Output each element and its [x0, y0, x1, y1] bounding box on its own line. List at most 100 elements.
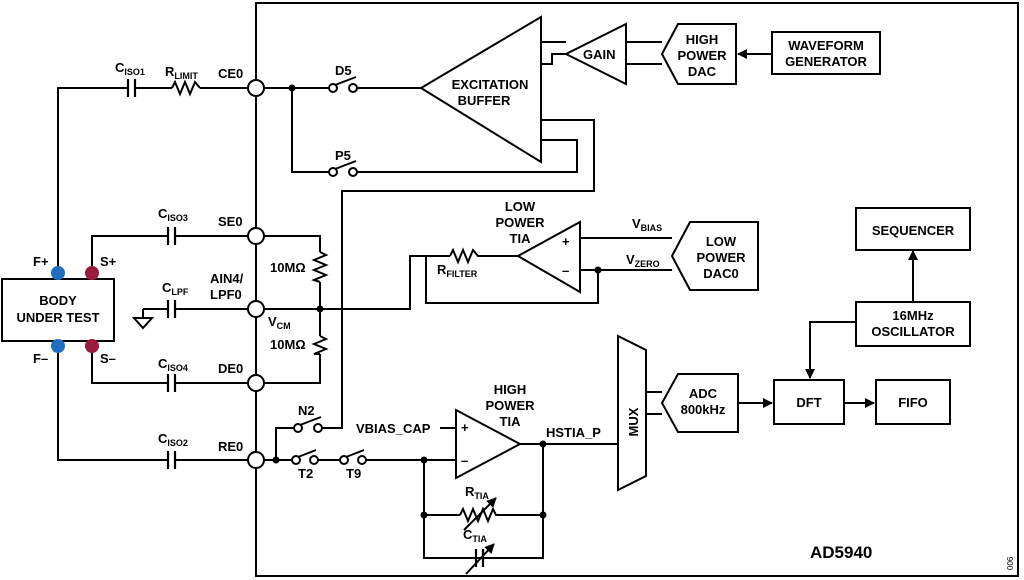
oscillator-label-1: 16MHz	[892, 308, 934, 323]
clpf-capacitor	[166, 300, 177, 318]
lp-dac-label-2: POWER	[696, 250, 746, 265]
fifo-label: FIFO	[898, 395, 928, 410]
body-under-test-label-1: BODY	[39, 293, 77, 308]
sequencer-block	[855, 207, 971, 251]
pin-se0	[247, 227, 265, 245]
hp-tia-label-2: POWER	[485, 398, 535, 413]
high-power-dac	[660, 23, 737, 85]
ciso2-capacitor	[166, 451, 177, 469]
hp-tia-plus: +	[461, 420, 469, 435]
chip-name: AD5940	[810, 543, 872, 562]
switch-d5-label: D5	[335, 63, 352, 78]
adc	[660, 373, 739, 433]
lp-tia-label-1: LOW	[505, 199, 536, 214]
lp-tia-label-3: TIA	[510, 231, 532, 246]
lp-dac-label-3: DAC0	[703, 266, 738, 281]
oscillator-block	[855, 301, 971, 347]
ciso4-label: CISO4	[158, 356, 188, 373]
rlimit-resistor	[171, 79, 201, 97]
hp-tia-minus: –	[461, 453, 468, 468]
clpf-label: CLPF	[162, 280, 189, 297]
pin-de0	[247, 374, 265, 392]
high-power-tia	[455, 408, 523, 480]
ciso1-capacitor	[126, 79, 137, 97]
r10m-top-label: 10MΩ	[270, 260, 306, 275]
switch-n2	[293, 416, 323, 433]
chip-outline	[255, 2, 1019, 577]
switch-d5	[328, 76, 358, 93]
excitation-buffer	[419, 15, 542, 164]
lp-tia-label-2: POWER	[495, 215, 545, 230]
pin-ce0	[247, 79, 265, 97]
ciso4-capacitor	[166, 374, 177, 392]
pin-re0-label: RE0	[218, 439, 243, 454]
vzero-label: VZERO	[626, 252, 660, 269]
rtia-label: RTIA	[465, 484, 489, 501]
pin-se0-label: SE0	[218, 214, 243, 229]
mux	[617, 334, 647, 492]
ciso3-label: CISO3	[158, 206, 188, 223]
switch-t9	[339, 449, 367, 465]
adc-label-2: 800kHz	[681, 402, 726, 417]
hp-dac-label-3: DAC	[688, 64, 717, 79]
excitation-label-1: EXCITATION	[452, 77, 529, 92]
s-plus-label: S+	[100, 254, 117, 269]
pin-ce0-label: CE0	[218, 66, 243, 81]
switch-n2-label: N2	[298, 403, 315, 418]
pin-de0-label: DE0	[218, 361, 243, 376]
switch-t2-label: T2	[298, 466, 313, 481]
switch-t2	[291, 449, 319, 465]
rtia-resistor	[459, 506, 543, 524]
dft-label: DFT	[796, 395, 821, 410]
f-minus-label: F–	[33, 351, 48, 366]
hp-dac-label-1: HIGH	[686, 32, 719, 47]
switch-t9-label: T9	[346, 466, 361, 481]
vbias-cap-label: VBIAS_CAP	[356, 421, 431, 436]
waveform-generator	[771, 31, 881, 75]
ctia-variable-arrow	[465, 543, 495, 575]
r10m-bottom-label: 10MΩ	[270, 337, 306, 352]
switch-p5	[328, 160, 358, 177]
rlimit-label: RLIMIT	[165, 64, 198, 81]
switch-p5-label: P5	[335, 148, 351, 163]
pin-re0	[247, 451, 265, 469]
hp-dac-label-2: POWER	[677, 48, 727, 63]
rtia-variable-arrow	[463, 497, 497, 531]
lp-tia-plus: +	[562, 234, 570, 249]
ctia-label: CTIA	[463, 527, 487, 544]
lp-dac-label-1: LOW	[706, 234, 737, 249]
gain-stage	[563, 22, 627, 86]
s-plus-electrode	[85, 266, 99, 280]
ciso1-label: CISO1	[115, 60, 145, 77]
r10m-bottom-resistor	[311, 335, 329, 355]
mux-label: MUX	[626, 407, 641, 436]
low-power-tia	[515, 220, 581, 294]
adc-label-1: ADC	[689, 386, 718, 401]
doc-number: 006	[1006, 556, 1015, 570]
body-under-test-label-2: UNDER TEST	[16, 310, 99, 325]
ciso2-label: CISO2	[158, 431, 188, 448]
fifo-block	[875, 379, 951, 425]
s-minus-label: S–	[100, 351, 116, 366]
s-minus-electrode	[85, 339, 99, 353]
excitation-label-2: BUFFER	[458, 93, 511, 108]
oscillator-label-2: OSCILLATOR	[871, 324, 955, 339]
sequencer-label: SEQUENCER	[872, 223, 955, 238]
waveform-label-2: GENERATOR	[785, 54, 867, 69]
pin-ain4	[247, 300, 265, 318]
f-minus-electrode	[51, 339, 65, 353]
r10m-top-resistor	[311, 251, 329, 283]
waveform-label-1: WAVEFORM	[788, 38, 864, 53]
vcm-label: VCM	[268, 314, 291, 331]
f-plus-electrode	[51, 266, 65, 280]
vbias-label: VBIAS	[632, 216, 662, 233]
pin-ain4-label-1: AIN4/	[210, 271, 244, 286]
pin-ain4-label-2: LPF0	[210, 287, 242, 302]
hp-tia-label-3: TIA	[500, 414, 522, 429]
hp-tia-label-1: HIGH	[494, 382, 527, 397]
ciso3-capacitor	[166, 227, 177, 245]
lp-tia-minus: –	[562, 263, 569, 278]
hstia-p-label: HSTIA_P	[546, 425, 601, 440]
f-plus-label: F+	[33, 254, 49, 269]
